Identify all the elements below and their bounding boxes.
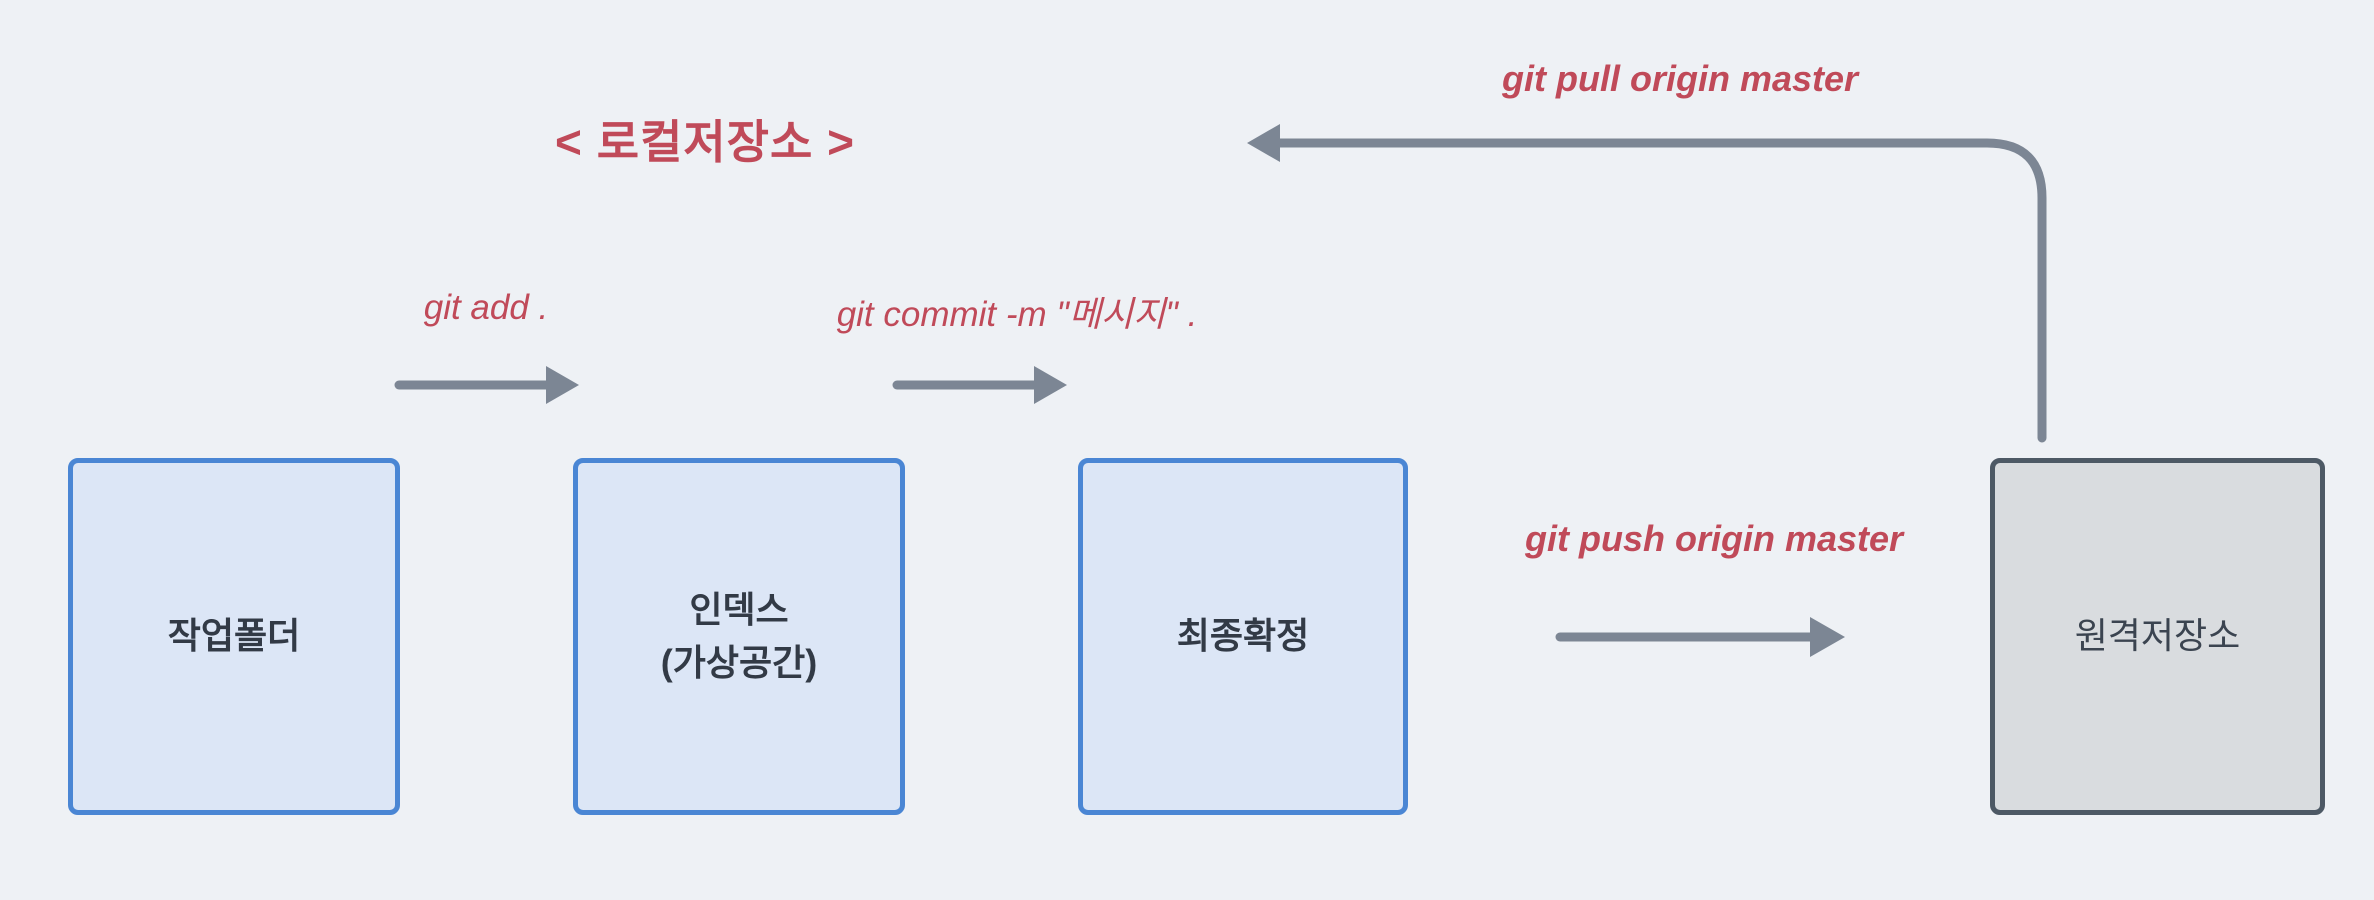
git-push-arrow-right-icon <box>1555 617 1845 657</box>
node-index-label: 인덱스 <box>689 589 789 631</box>
node-working-folder: 작업폴더 <box>68 458 400 815</box>
node-final-commit-label: 최종확정 <box>1176 615 1310 657</box>
git-add-arrow-right-icon <box>394 366 579 404</box>
git-commit-label: git commit -m "메시지" . <box>836 295 1198 334</box>
node-index-sublabel: (가상공간) <box>660 641 818 683</box>
git-add-label: git add . <box>423 288 549 327</box>
git-pull-label: git pull origin master <box>1501 58 1859 99</box>
git-pull-arrow-left-icon <box>1247 124 2047 443</box>
node-working-folder-label: 작업폴더 <box>167 615 301 657</box>
git-commit-arrow-right-icon <box>892 366 1067 404</box>
diagram-title: < 로컬저장소 > <box>555 116 855 168</box>
node-remote-repo: 원격저장소 <box>1990 458 2325 815</box>
git-push-label: git push origin master <box>1524 518 1904 559</box>
node-remote-repo-label: 원격저장소 <box>2074 615 2241 657</box>
node-index: 인덱스 (가상공간) <box>573 458 905 815</box>
node-final-commit: 최종확정 <box>1078 458 1408 815</box>
